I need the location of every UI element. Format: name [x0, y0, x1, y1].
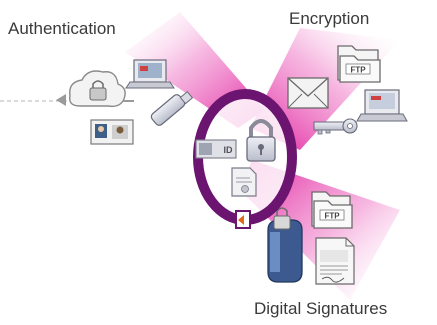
id-card-photo-icon: [90, 119, 134, 145]
folder-ftp-icon: FTP: [337, 45, 381, 83]
ftp-label: FTP: [324, 212, 340, 221]
padlock-icon: [246, 119, 276, 162]
signed-document-icon: [315, 237, 355, 285]
usb-key-icon: [150, 91, 194, 126]
encryption-label: Encryption: [289, 9, 370, 28]
cloud-lock-icon: [56, 70, 134, 108]
digital-signatures-label: Digital Signatures: [254, 299, 388, 318]
ftp-label: FTP: [350, 66, 366, 75]
laptop-icon: [125, 59, 175, 89]
id-card-icon: ID: [195, 139, 237, 159]
folder-ftp-icon: FTP: [311, 191, 353, 229]
server-lock-icon: [267, 207, 303, 283]
id-label: ID: [224, 145, 234, 155]
certificate-icon: [231, 167, 257, 197]
key-icon: [313, 118, 358, 135]
laptop-icon: [356, 89, 408, 122]
envelope-icon: [287, 77, 329, 109]
authentication-label: Authentication: [8, 19, 116, 38]
